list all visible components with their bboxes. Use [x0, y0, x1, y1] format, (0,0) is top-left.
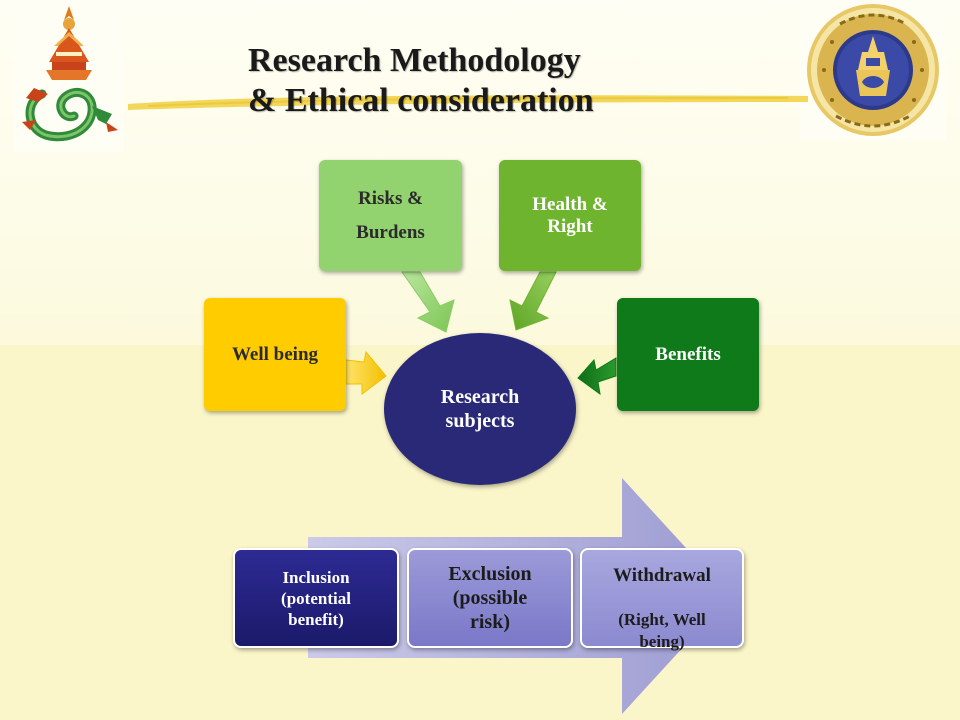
university-emblem-logo	[14, 2, 124, 152]
benefits-box: Benefits	[617, 298, 759, 411]
research-subjects-circle: Research subjects	[384, 333, 576, 485]
mahidol-university-seal-logo	[800, 0, 946, 140]
inclusion-step: Inclusion (potential benefit)	[233, 548, 399, 648]
risks-burdens-box: Risks & Burdens	[319, 160, 462, 271]
health-right-label: Health & Right	[532, 193, 608, 237]
benefits-label: Benefits	[655, 343, 721, 365]
withdrawal-main: Withdrawal	[613, 565, 711, 586]
withdrawal-step: Withdrawal (Right, Well being)	[580, 548, 744, 651]
health-right-box: Health & Right	[499, 160, 641, 271]
well-being-label: Well being	[231, 343, 319, 365]
title-line-2: & Ethical consideration	[248, 82, 594, 119]
exclusion-label: Exclusion (possible risk)	[448, 563, 532, 633]
title-line-1: Research Methodology	[248, 42, 581, 79]
withdrawal-label: Withdrawal (Right, Well being)	[613, 543, 711, 653]
research-subjects-label: Research subjects	[440, 386, 520, 432]
withdrawal-sub: (Right, Well being)	[618, 610, 706, 651]
exclusion-step: Exclusion (possible risk)	[407, 548, 573, 648]
inclusion-label: Inclusion (potential benefit)	[281, 567, 351, 629]
title-underline-stroke	[128, 95, 808, 110]
well-being-box: Well being	[204, 298, 346, 411]
slide-title: Research Methodology & Ethical considera…	[248, 38, 768, 124]
risks-burdens-label: Risks & Burdens	[356, 187, 425, 243]
